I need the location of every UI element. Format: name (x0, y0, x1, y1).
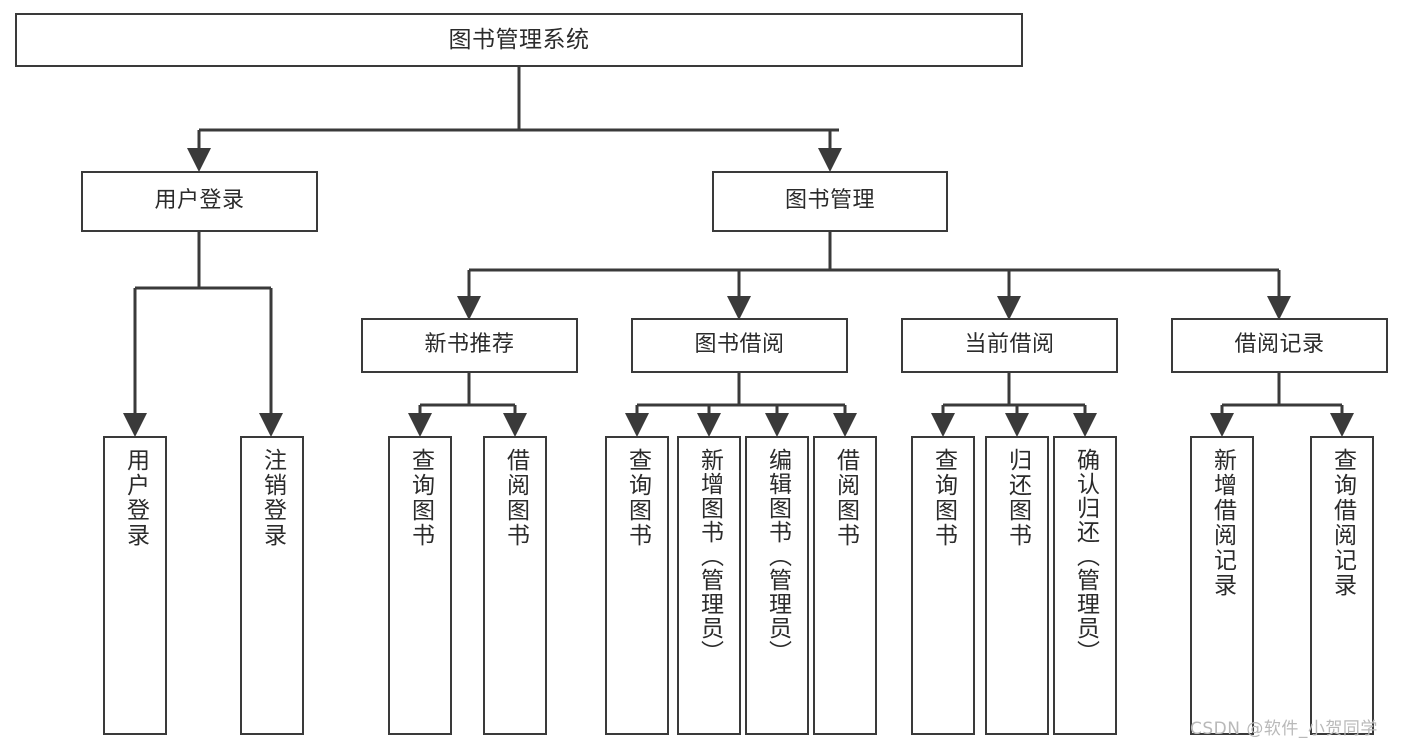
leaf-user-logout[interactable]: 注销登录 (240, 436, 304, 735)
leaf-user-login-label: 用户登录 (122, 448, 149, 548)
leaf-borrow-query-book-label: 查询图书 (624, 448, 651, 548)
leaf-borrow-lend-book[interactable]: 借阅图书 (813, 436, 877, 735)
leaf-record-search-label: 查询借阅记录 (1329, 448, 1356, 598)
node-root[interactable]: 图书管理系统 (15, 13, 1023, 67)
leaf-borrow-edit-book[interactable]: 编辑图书（管理员） (745, 436, 809, 735)
node-book-borrow-label: 图书借阅 (694, 332, 785, 358)
node-new-book-rec[interactable]: 新书推荐 (361, 318, 578, 373)
leaf-user-logout-label: 注销登录 (259, 448, 286, 548)
leaf-current-query-book[interactable]: 查询图书 (911, 436, 975, 735)
node-book-manage[interactable]: 图书管理 (712, 171, 948, 232)
node-book-borrow[interactable]: 图书借阅 (631, 318, 848, 373)
leaf-current-return-book[interactable]: 归还图书 (985, 436, 1049, 735)
leaf-borrow-add-book-label: 新增图书（管理员） (696, 448, 723, 664)
node-borrow-record-label: 借阅记录 (1234, 332, 1325, 358)
node-user-login[interactable]: 用户登录 (81, 171, 318, 232)
node-user-login-label: 用户登录 (154, 188, 245, 214)
leaf-record-add[interactable]: 新增借阅记录 (1190, 436, 1254, 735)
leaf-rec-borrow-book-label: 借阅图书 (502, 448, 529, 548)
node-current-borrow[interactable]: 当前借阅 (901, 318, 1118, 373)
leaf-record-search[interactable]: 查询借阅记录 (1310, 436, 1374, 735)
leaf-user-login[interactable]: 用户登录 (103, 436, 167, 735)
leaf-rec-query-book[interactable]: 查询图书 (388, 436, 452, 735)
leaf-rec-borrow-book[interactable]: 借阅图书 (483, 436, 547, 735)
node-book-manage-label: 图书管理 (784, 188, 875, 214)
node-root-label: 图书管理系统 (448, 26, 590, 53)
node-current-borrow-label: 当前借阅 (964, 332, 1055, 358)
csdn-watermark: CSDN @软件_小贺同学 (1190, 719, 1378, 739)
leaf-borrow-edit-book-label: 编辑图书（管理员） (764, 448, 791, 664)
node-borrow-record[interactable]: 借阅记录 (1171, 318, 1388, 373)
leaf-current-confirm-return[interactable]: 确认归还（管理员） (1053, 436, 1117, 735)
leaf-borrow-add-book[interactable]: 新增图书（管理员） (677, 436, 741, 735)
leaf-record-add-label: 新增借阅记录 (1209, 448, 1236, 598)
leaf-current-return-book-label: 归还图书 (1004, 448, 1031, 548)
leaf-borrow-query-book[interactable]: 查询图书 (605, 436, 669, 735)
leaf-borrow-lend-book-label: 借阅图书 (832, 448, 859, 548)
leaf-current-confirm-return-label: 确认归还（管理员） (1072, 448, 1099, 664)
leaf-current-query-book-label: 查询图书 (930, 448, 957, 548)
node-new-book-rec-label: 新书推荐 (424, 332, 515, 358)
leaf-rec-query-book-label: 查询图书 (407, 448, 434, 548)
